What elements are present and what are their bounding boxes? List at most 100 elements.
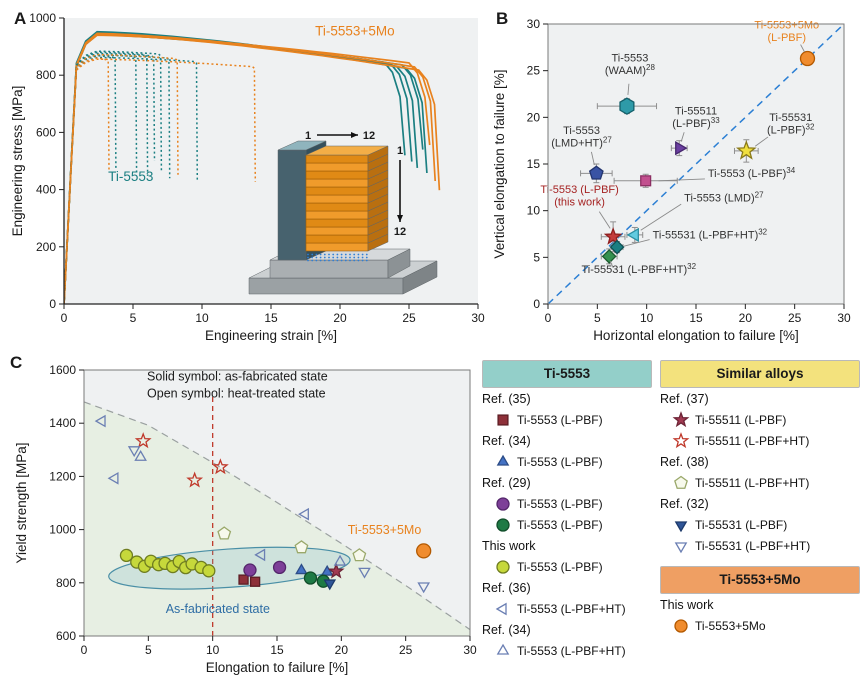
y-tick-label: 0: [533, 297, 540, 311]
legend-item: Ti-5553 (L-PBF+HT): [482, 598, 652, 619]
x-tick-label: 30: [837, 311, 851, 325]
chart-annotation: Ti-5553+5Mo: [348, 523, 422, 537]
legend-ref-label: This work: [482, 539, 536, 553]
x-tick-label: 0: [545, 311, 552, 325]
x-tick-label: 15: [689, 311, 703, 325]
inset-layer-start-label: 1: [305, 130, 311, 142]
y-tick-label: 600: [36, 125, 56, 139]
marker-pentagon: [588, 165, 604, 180]
data-point-label: Ti-5553: [611, 52, 648, 64]
legend-header-ti5553-5mo: Ti-5553+5Mo: [660, 566, 860, 594]
legend-marker-circle-icon: [674, 618, 688, 633]
marker-triUp: [134, 449, 147, 461]
marker-circle: [303, 571, 318, 585]
marker-square: [497, 413, 509, 426]
marker-square: [238, 574, 249, 585]
y-tick-label: 1600: [49, 363, 76, 377]
curve-Ti-5553+5Mo-dotted: [64, 53, 179, 304]
marker-triRight: [675, 140, 688, 156]
deposited-layer: [305, 162, 369, 172]
deposited-layer: [305, 226, 369, 236]
legend-item: Ti-5553 (L-PBF): [482, 451, 652, 472]
legend-item: Ti-5553 (L-PBF): [482, 493, 652, 514]
curve-Ti-5553-dotted: [64, 51, 149, 304]
arrow-icon: [397, 215, 403, 222]
as-fabricated-ellipse: [108, 546, 351, 590]
x-tick-label: 5: [594, 311, 601, 325]
legend-marker-circle-icon: [496, 559, 510, 574]
x-tick-label: 20: [333, 311, 347, 325]
x-tick-label: 20: [335, 643, 349, 657]
marker-star: [327, 562, 345, 579]
legend-item: Ti-55511 (L-PBF+HT): [660, 430, 860, 451]
legend-item-label: Ti-5553 (L-PBF): [517, 517, 603, 532]
legend-marker-triLeft-icon: [495, 602, 507, 615]
y-tick-label: 15: [527, 157, 541, 171]
deposited-layer: [305, 186, 369, 196]
marker-circle: [496, 559, 510, 574]
x-tick-label: 10: [640, 311, 654, 325]
deposited-layer: [305, 194, 369, 204]
marker-triLeft: [254, 548, 266, 562]
legend-ref-label: Ref. (36): [482, 581, 531, 595]
series-annotation: Ti-5553+5Mo: [315, 24, 394, 39]
legend-marker-star-icon: [672, 410, 690, 427]
marker-triUp: [496, 454, 510, 466]
legend-marker-star-icon: [672, 431, 690, 448]
panel-label-a: A: [14, 9, 26, 28]
data-point-label: Ti-55531 (L-PBF+HT)32: [653, 228, 768, 242]
marker-triLeft: [107, 471, 119, 485]
marker-circle: [674, 618, 688, 633]
x-tick-label: 15: [264, 311, 278, 325]
marker-circle: [496, 496, 510, 511]
legend-item: Ti-55531 (L-PBF): [660, 514, 860, 535]
x-axis-label: Engineering strain [%]: [205, 328, 337, 343]
y-tick-label: 400: [36, 183, 56, 197]
scatter-points: [94, 414, 432, 594]
legend-ref-label: Ref. (34): [482, 434, 531, 448]
deposited-layer: [305, 202, 369, 212]
marker-star: [672, 431, 690, 448]
y-tick-label: 800: [56, 576, 76, 590]
marker-triDown: [323, 579, 337, 591]
x-tick-label: 5: [145, 643, 152, 657]
marker-triLeft: [298, 507, 309, 521]
deposited-layer: [305, 170, 369, 180]
legend-marker-pentagon-icon: [674, 475, 688, 489]
y-tick-label: 200: [36, 240, 56, 254]
marker-diamond: [609, 239, 625, 255]
point-labels: Ti-5553(WAAM)28Ti-5553+5Mo(L-PBF)Ti-5551…: [540, 20, 819, 277]
x-tick-label: 10: [195, 311, 209, 325]
feasible-region-shading: [84, 401, 470, 636]
marker-hexagon: [619, 97, 635, 115]
x-tick-label: 30: [463, 643, 477, 657]
marker-star: [211, 458, 229, 475]
data-point-label: Ti-5553 (L-PBF): [540, 184, 618, 196]
deposited-layer: [305, 218, 369, 228]
marker-circle: [799, 50, 816, 67]
marker-triUp: [295, 563, 308, 575]
data-point-label: Ti-55511: [675, 106, 717, 118]
legend-item: Ti-5553 (L-PBF): [482, 409, 652, 430]
legend-item: Ti-5553 (L-PBF+HT): [482, 640, 652, 661]
legend-ref-label: Ref. (32): [660, 497, 709, 511]
legend-item: Ti-55531 (L-PBF+HT): [660, 535, 860, 556]
x-tick-label: 20: [739, 311, 753, 325]
legend-item-label: Ti-5553 (L-PBF): [517, 454, 603, 469]
legend-item-label: Ti-5553 (L-PBF): [517, 559, 603, 574]
marker-circle: [496, 517, 510, 532]
data-point-label: Ti-5553 (L-PBF)34: [708, 166, 796, 180]
legend-header-ti5553: Ti-5553: [482, 360, 652, 388]
data-point-label: Ti-5553 (LMD)27: [684, 190, 764, 204]
legend-item: Ti-5553 (L-PBF): [482, 556, 652, 577]
legend-panel: Ti-5553 Ref. (35)Ti-5553 (L-PBF)Ref. (34…: [482, 360, 862, 688]
marker-star: [735, 140, 757, 160]
x-tick-label: 25: [402, 311, 416, 325]
curve-Ti-5553+5Mo-solid: [64, 33, 441, 304]
data-point-label: (this work): [554, 196, 605, 208]
y-tick-label: 25: [527, 64, 541, 78]
data-point-label: Ti-5553+5Mo: [754, 20, 819, 32]
marker-triLeft: [495, 602, 507, 615]
